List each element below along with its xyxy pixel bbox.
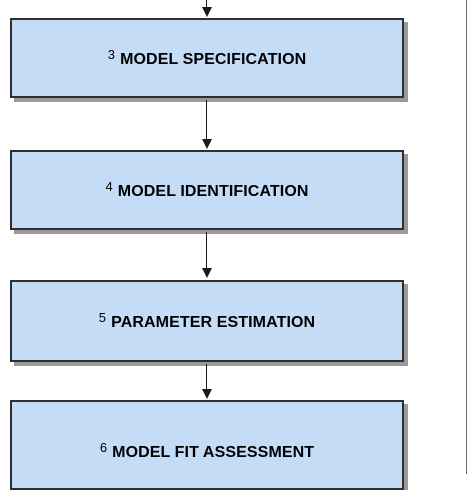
- step-number: 5: [98, 310, 107, 325]
- flowchart: 3 MODEL SPECIFICATION 4 MODEL IDENTIFICATI…: [10, 0, 467, 490]
- connector-line-4-5: [206, 232, 207, 269]
- arrowhead-3-4: [202, 139, 212, 149]
- step-number: 4: [105, 179, 113, 194]
- step-label: 3 MODEL SPECIFICATION: [108, 47, 307, 69]
- step-box-model-fit-assessment: 6 MODEL FIT ASSESSMENT: [10, 400, 404, 490]
- arrowhead-incoming: [202, 7, 212, 17]
- step-box-model-identification: 4 MODEL IDENTIFICATION: [10, 150, 404, 230]
- connector-line-3-4: [206, 100, 207, 140]
- connector-line-incoming: [206, 0, 207, 8]
- step-box-model-specification: 3 MODEL SPECIFICATION: [10, 18, 404, 98]
- step-box-parameter-estimation: 5 PARAMETER ESTIMATION: [10, 280, 404, 362]
- step-label: 4 MODEL IDENTIFICATION: [105, 179, 308, 201]
- step-title: PARAMETER ESTIMATION: [111, 314, 316, 331]
- arrowhead-4-5: [202, 268, 212, 278]
- step-number: 3: [107, 47, 116, 62]
- step-label: 5 PARAMETER ESTIMATION: [99, 310, 315, 332]
- step-label: 6 MODEL FIT ASSESSMENT: [100, 440, 314, 462]
- connector-line-5-6: [206, 364, 207, 390]
- right-border-line: [466, 0, 467, 474]
- step-title: MODEL SPECIFICATION: [120, 51, 307, 68]
- step-title: MODEL IDENTIFICATION: [117, 183, 309, 200]
- arrowhead-5-6: [202, 389, 212, 399]
- step-title: MODEL FIT ASSESSMENT: [112, 444, 315, 461]
- step-number: 6: [99, 440, 108, 455]
